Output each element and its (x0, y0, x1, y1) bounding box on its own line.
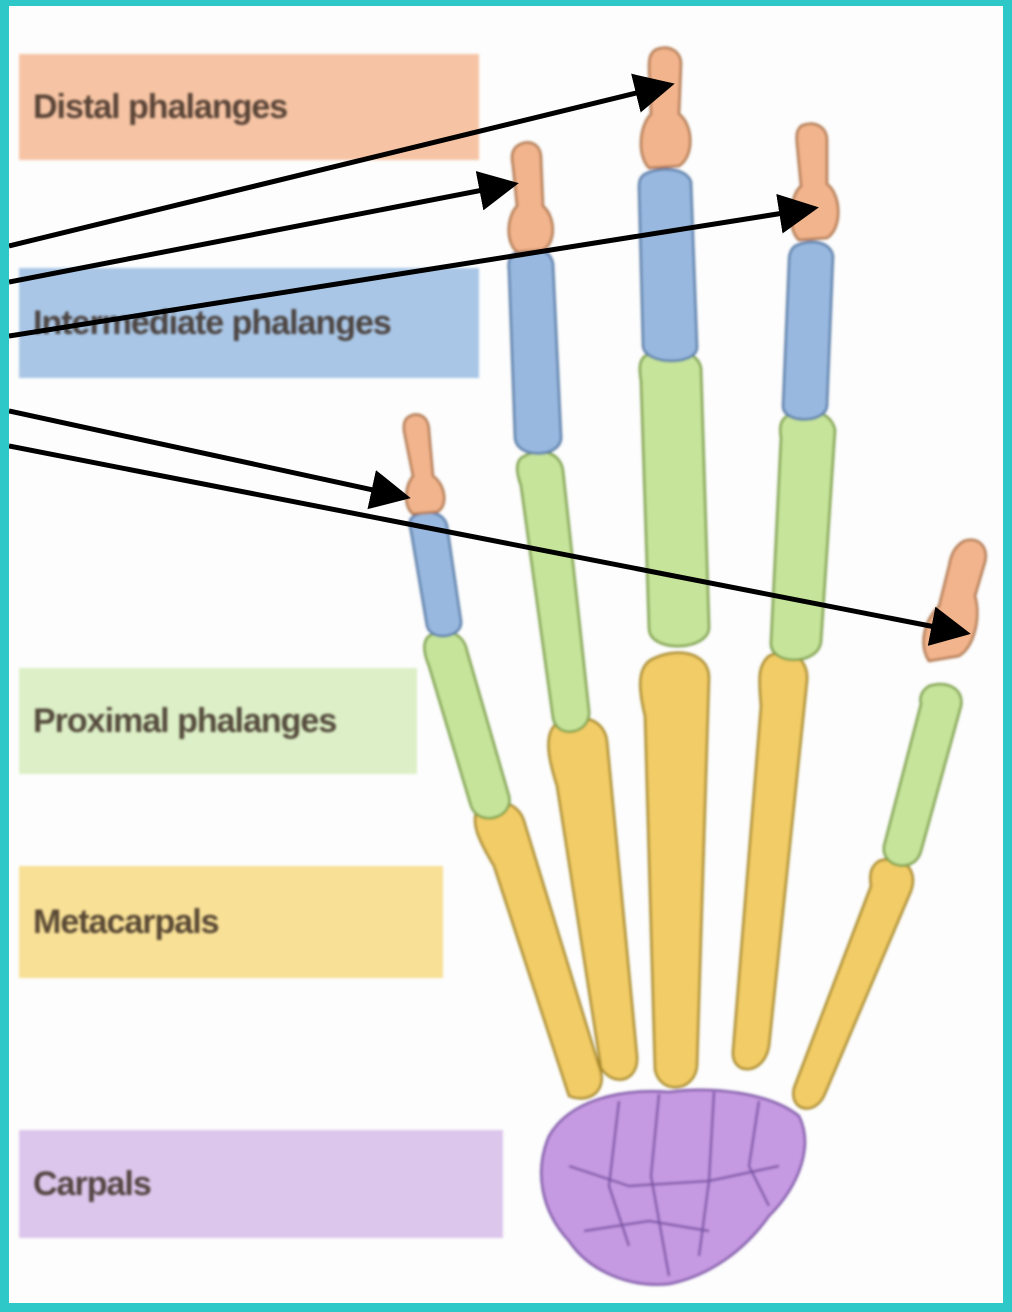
distal-phalanx (509, 142, 553, 252)
carpal-bones (541, 1090, 805, 1285)
metacarpal-bone (733, 652, 807, 1069)
hand-skeleton-illustration (9, 6, 1003, 1303)
distal-phalanx (791, 124, 838, 240)
intermediate-phalanx (509, 249, 561, 454)
metacarpal-bone (640, 653, 709, 1088)
intermediate-phalanx (639, 169, 697, 361)
proximal-phalanx (517, 452, 589, 732)
intermediate-phalanx (783, 242, 833, 420)
metacarpal-bone (793, 859, 913, 1108)
proximal-phalanx (771, 411, 835, 660)
distal-phalanx (641, 48, 690, 168)
distal-phalanx (404, 414, 445, 514)
arrow-to-middle-distal (9, 86, 665, 246)
proximal-phalanx (424, 632, 509, 819)
distal-phalanx (924, 540, 986, 661)
proximal-phalanx (884, 684, 962, 865)
metacarpal-bones (475, 652, 913, 1108)
carpal-bone (541, 1090, 805, 1285)
proximal-phalanx (640, 350, 709, 646)
